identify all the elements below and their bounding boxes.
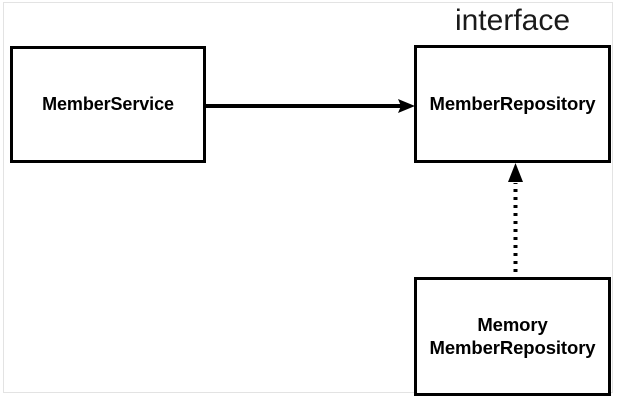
class-box-member-repository-label: MemberRepository bbox=[429, 92, 596, 114]
class-box-member-service-label: MemberService bbox=[42, 93, 174, 114]
class-box-member-repository[interactable]: MemberRepository bbox=[414, 45, 611, 163]
edge-member-service-to-member-repository bbox=[206, 97, 415, 115]
interface-stereotype-label: interface bbox=[454, 4, 571, 37]
class-box-member-service[interactable]: MemberService bbox=[10, 46, 206, 163]
class-box-memory-member-repository[interactable]: Memory MemberRepository bbox=[414, 277, 611, 396]
dotted-arrow-icon bbox=[508, 163, 523, 280]
edge-memory-member-repository-to-member-repository bbox=[500, 162, 531, 280]
solid-arrow-icon bbox=[206, 99, 415, 113]
class-box-memory-member-repository-label: Memory MemberRepository bbox=[429, 313, 596, 358]
